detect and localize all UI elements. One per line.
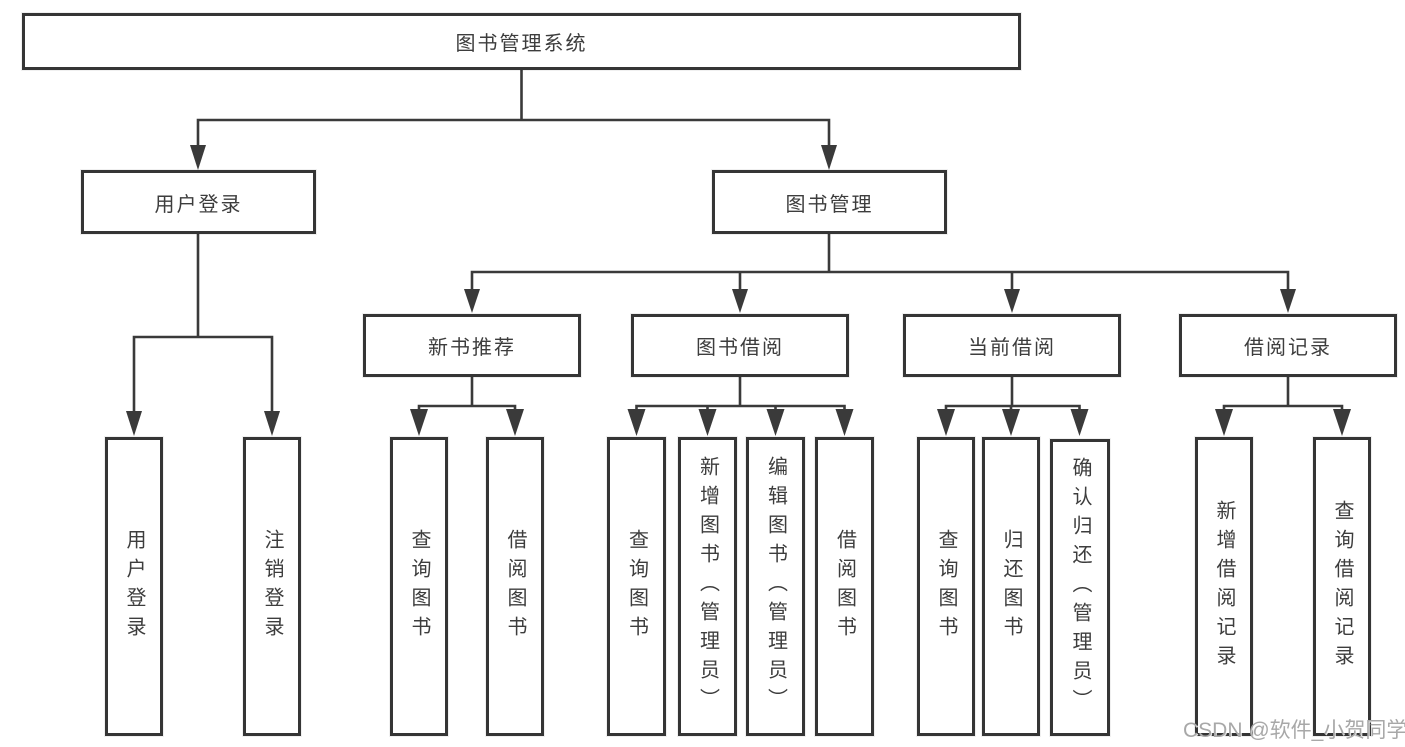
- leaf-query-borrow-record: 查询借阅记录: [1313, 437, 1371, 736]
- arrow-icon: [126, 411, 142, 436]
- connector-current-to-leaves: [944, 377, 1081, 411]
- leaf-label: 查询图书: [625, 528, 648, 645]
- arrow-icon: [1002, 409, 1020, 436]
- leaf-label: 编辑图书（管理员）: [764, 456, 787, 717]
- leaf-label: 新增图书（管理员）: [696, 456, 719, 717]
- arrow-icon: [410, 409, 428, 436]
- leaf-borrow-books: 借阅图书: [815, 437, 874, 736]
- leaf-label: 确认归还（管理员）: [1069, 457, 1091, 718]
- connector-recommend-to-leaves: [417, 377, 517, 411]
- arrow-icon: [1280, 289, 1296, 313]
- leaf-label: 查询借阅记录: [1331, 499, 1353, 674]
- node-label: 图书管理: [785, 193, 874, 216]
- leaf-label: 新增借阅记录: [1213, 499, 1235, 674]
- node-label: 新书推荐: [428, 337, 516, 359]
- node-borrow-records: 借阅记录: [1179, 314, 1397, 377]
- connector-borrow-to-leaves: [635, 377, 846, 411]
- leaf-label: 借阅图书: [504, 528, 526, 645]
- node-user-login: 用户登录: [81, 170, 316, 234]
- arrow-icon: [1004, 289, 1020, 313]
- leaf-label: 借阅图书: [833, 528, 856, 645]
- node-label: 当前借阅: [968, 337, 1056, 359]
- arrow-icon: [264, 411, 280, 436]
- leaf-return-books: 归还图书: [982, 437, 1040, 736]
- leaf-query-books-borrow: 查询图书: [607, 437, 666, 736]
- node-new-book-recommend: 新书推荐: [363, 314, 581, 377]
- leaf-user-login: 用户登录: [105, 437, 163, 736]
- arrow-icon: [1070, 409, 1089, 436]
- leaf-label: 归还图书: [1000, 528, 1022, 645]
- leaf-add-borrow-record: 新增借阅记录: [1195, 437, 1253, 736]
- arrow-icon: [835, 409, 854, 436]
- arrowheads: [126, 145, 1351, 436]
- node-label: 用户登录: [154, 193, 243, 216]
- arrow-icon: [506, 409, 524, 436]
- leaf-label: 用户登录: [123, 528, 145, 645]
- leaf-label: 查询图书: [408, 528, 430, 645]
- leaf-query-books-recommend: 查询图书: [390, 437, 448, 736]
- node-book-borrow: 图书借阅: [631, 314, 849, 377]
- leaf-query-books-current: 查询图书: [917, 437, 975, 736]
- leaf-logout: 注销登录: [243, 437, 301, 736]
- leaf-borrow-books-recommend: 借阅图书: [486, 437, 544, 736]
- leaf-confirm-return-admin: 确认归还（管理员）: [1050, 439, 1110, 736]
- arrow-icon: [698, 409, 717, 436]
- node-current-borrow: 当前借阅: [903, 314, 1121, 377]
- arrow-icon: [190, 145, 206, 170]
- arrow-icon: [821, 145, 837, 170]
- node-label: 借阅记录: [1244, 337, 1332, 359]
- arrow-icon: [937, 409, 955, 436]
- node-book-management: 图书管理: [712, 170, 947, 234]
- arrow-icon: [766, 409, 785, 436]
- arrow-icon: [1333, 409, 1351, 436]
- node-library-management-system: 图书管理系统: [22, 13, 1021, 70]
- connector-records-to-leaves: [1222, 377, 1344, 411]
- leaf-label: 注销登录: [261, 528, 283, 645]
- connector-root-to-level2: [196, 70, 831, 147]
- arrow-icon: [732, 289, 748, 313]
- leaf-label: 查询图书: [935, 528, 957, 645]
- leaf-edit-books-admin: 编辑图书（管理员）: [746, 437, 805, 736]
- connector-login-to-leaves: [132, 234, 274, 413]
- node-label: 图书管理系统: [455, 33, 588, 55]
- leaf-add-books-admin: 新增图书（管理员）: [678, 437, 737, 736]
- node-label: 图书借阅: [696, 337, 784, 359]
- arrow-icon: [627, 409, 646, 436]
- csdn-watermark: CSDN @软件_小贺同学: [1183, 719, 1405, 742]
- connector-management-to-level3: [470, 234, 1290, 291]
- arrow-icon: [1215, 409, 1233, 436]
- arrow-icon: [464, 289, 480, 313]
